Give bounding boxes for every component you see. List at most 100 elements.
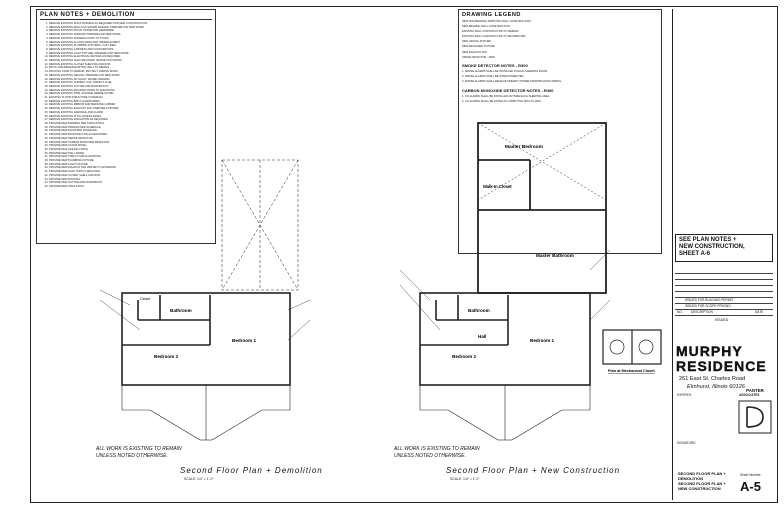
- plan-note-item: REMOVE EXISTING HVAC REGISTER. REVISE DU…: [49, 59, 212, 63]
- plan-note-item: EXISTING FLOOR STRUCTURE TO REMAIN.: [49, 96, 212, 100]
- plan-notes-list: REMOVE EXISTING ROOF FRAMING AS REQUIRED…: [40, 22, 212, 189]
- plan-note-item: REMOVE EXISTING SKYLIGHT. FRAME OPENING.: [49, 78, 212, 82]
- plan-note-item: REMOVE EXISTING DOOR, FRAME AND HARDWARE…: [49, 29, 212, 33]
- plan-note-item: PROVIDE NEW FLOOR FINISH.: [49, 144, 212, 148]
- plan-note-item: REMOVE EXISTING PLUMBING FIXTURES. CAP L…: [49, 44, 212, 48]
- sheet-title-line-2: DEMOLITION: [678, 476, 704, 481]
- project-name-line-1: MURPHY: [676, 343, 743, 359]
- legend-row: NEW RECESSED FIXTURE: [462, 45, 495, 49]
- plan-note-item: PATCH AND REPAIR EXISTING WALL TO REMAIN…: [49, 66, 212, 70]
- plan-note-item: REMOVE EXISTING LIGHT FIXTURE. PREPARE F…: [49, 52, 212, 56]
- plan-notes-header: PLAN NOTES + DEMOLITION: [40, 12, 212, 20]
- sheet-number: A-5: [740, 479, 761, 494]
- plan-note-item: PROVIDE NEW WINDOW PER SCHEDULE.: [49, 126, 212, 130]
- right-plan-roof-lines: [419, 385, 591, 441]
- issue-table: ISSUED FOR BUILDING PERMIT ISSUED FOR SC…: [675, 267, 773, 333]
- callout-line-2: UNLESS NOTED OTHERWISE.: [394, 453, 466, 459]
- plan-note-item: PROVIDE NEW INSULATION.: [49, 185, 212, 189]
- expires-label: EXPIRES:: [677, 393, 692, 397]
- co-detector-header: CARBON MONOXIDE DETECTOR NOTES - R300: [462, 88, 554, 94]
- left-plan-walls: [121, 292, 291, 386]
- right-plan-addition-roof: [477, 122, 607, 201]
- left-plan-roof-lines: [121, 385, 291, 441]
- legend-row: 1. SMOKE ALARMS SHALL BE INSTALLED IN EA…: [462, 70, 548, 74]
- left-plan-title: Second Floor Plan + Demolition: [180, 466, 323, 475]
- legend-row: 1. CO ALARMS SHALL BE INSTALLED OUTSIDE …: [462, 95, 550, 99]
- sheet-number-label: Sheet Number:: [740, 473, 762, 477]
- plan-note-item: REMOVE EXISTING MIRROR AND MEDICINE CABI…: [49, 103, 212, 107]
- right-room-master-bedroom: Master Bedroom: [505, 144, 543, 150]
- right-plan-title: Second Floor Plan + New Construction: [446, 466, 621, 475]
- plan-note-item: PROVIDE NEW EXHAUST FAN VENTED TO EXTERI…: [49, 166, 212, 170]
- plan-note-item: REMOVE EXISTING CEILING. PREPARE FOR NEW…: [49, 74, 212, 78]
- co-detector-notes: 1. CO ALARMS SHALL BE INSTALLED OUTSIDE …: [462, 95, 658, 104]
- right-plan-walls: [419, 292, 591, 386]
- leader-lines: [99, 249, 611, 341]
- sheet-title-line-3: SECOND FLOOR PLAN +: [678, 481, 726, 486]
- project-city: Elmhurst, Illinois 60126: [687, 384, 745, 390]
- legend-row: EXISTING WALL CONSTRUCTION TO REMAIN: [462, 30, 519, 34]
- firm-logo-icon: [738, 400, 772, 434]
- plan-note-item: REMOVE EXISTING GUTTER AND DOWNSPOUT.: [49, 85, 212, 89]
- project-name-line-2: RESIDENCE: [676, 358, 767, 374]
- callout-line-1: ALL WORK IS EXISTING TO REMAIN: [96, 446, 182, 452]
- plan-notes-panel: PLAN NOTES + DEMOLITION REMOVE EXISTING …: [36, 9, 216, 244]
- plan-note-item: PROVIDE NEW GUTTER AND DOWNSPOUT.: [49, 181, 212, 185]
- plan-note-item: EXISTING STAIR TO REMAIN. PROTECT DURING…: [49, 70, 212, 74]
- reference-line-1: SEE PLAN NOTES +: [679, 237, 737, 243]
- left-room-bathroom: Bathroom: [170, 308, 192, 313]
- right-plan-scale: SCALE: 1/4" = 1'-0": [450, 477, 480, 481]
- issue-desc: ISSUED FOR BUILDING PERMIT: [685, 298, 734, 302]
- sheet-title-line-1: SECOND FLOOR PLAN +: [678, 471, 726, 476]
- reference-line-3: SHEET A-6: [679, 251, 711, 257]
- legend-row: 2. SMOKE ALARMS SHALL BE INTERCONNECTED.: [462, 75, 525, 79]
- plan-note-item: REMOVE EXISTING ELECTRICAL DEVICES AS RE…: [49, 55, 212, 59]
- plan-note-item: PROVIDE NEW WALL FINISH.: [49, 152, 212, 156]
- issue-row: ISSUED FOR BUILDING PERMIT: [675, 297, 773, 304]
- issue-col-date: DATE: [755, 310, 764, 314]
- plan-note-item: PROVIDE NEW CEILING FINISH.: [49, 148, 212, 152]
- plan-note-item: PROVIDE NEW ROOFING.: [49, 178, 212, 182]
- issue-table-header: NO. DESCRIPTION DATE: [675, 309, 773, 316]
- issue-col-desc: DESCRIPTION: [691, 310, 713, 314]
- plan-note-item: PROVIDE NEW SMOKE DETECTOR.: [49, 137, 212, 141]
- issue-col-no: NO.: [677, 310, 683, 314]
- plan-note-item: REMOVE EXISTING CABINETS AND COUNTERTOPS…: [49, 48, 212, 52]
- drawing-legend-panel: DRAWING LEGEND NEW NON-BEARING PARTITION…: [458, 9, 662, 254]
- firm-name-line-1: PANTER: [746, 388, 764, 393]
- plan-note-item: REMOVE EXISTING BATH ACCESSORIES.: [49, 100, 212, 104]
- mechanical-closet-detail: [602, 329, 662, 365]
- signature-label: SIGNATURE:: [677, 441, 697, 445]
- plan-note-item: REMOVE EXISTING ATTIC ACCESS PANEL.: [49, 115, 212, 119]
- plan-note-item: PROVIDE NEW HVAC SUPPLY REGISTER.: [49, 170, 212, 174]
- mechanical-closet-label: Plan at Mechanical Closet: [608, 369, 655, 373]
- plan-note-item: REMOVE EXISTING ROOFING DOWN TO SHEATHIN…: [49, 89, 212, 93]
- smoke-detector-notes: 1. SMOKE ALARMS SHALL BE INSTALLED IN EA…: [462, 70, 658, 84]
- plan-note-item: PROVIDE NEW TRIM TO MATCH EXISTING.: [49, 155, 212, 159]
- legend-row: 2. CO ALARMS SHALL BE LISTED AS COMPLYIN…: [462, 100, 542, 104]
- plan-note-item: REMOVE EXISTING CHIMNEY CAP. INSPECT FLU…: [49, 81, 212, 85]
- right-room-bedroom1: Bedroom 1: [530, 338, 554, 343]
- issued-label: ISSUED: [715, 318, 729, 322]
- firm-name-line-2: ASSOCIATES: [739, 393, 760, 397]
- plan-note-item: REMOVE EXISTING ROOF FRAMING AS REQUIRED…: [49, 22, 212, 26]
- legend-row: NEW NON-BEARING PARTITION WALL CONSTRUCT…: [462, 20, 531, 23]
- issue-row: ISSUED FOR SCOPE PRICING: [675, 303, 773, 310]
- left-room-bedroom1: Bedroom 1: [232, 338, 256, 343]
- drawing-legend-header: DRAWING LEGEND: [462, 12, 521, 18]
- right-room-master-bathroom: Master Bathroom: [536, 253, 574, 258]
- callout-line-1: ALL WORK IS EXISTING TO REMAIN: [394, 446, 480, 452]
- plan-note-item: PROVIDE NEW CARBON MONOXIDE DETECTOR.: [49, 141, 212, 145]
- legend-row: NEW EXHAUST FAN: [462, 50, 487, 54]
- sheet-title-line-4: NEW CONSTRUCTION: [678, 486, 721, 491]
- title-block: SEE PLAN NOTES + NEW CONSTRUCTION, SHEET…: [672, 9, 775, 500]
- right-room-bedroom2: Bedroom 2: [452, 354, 476, 359]
- plan-note-item: PROVIDE NEW LIGHT FIXTURE.: [49, 163, 212, 167]
- reference-line-2: NEW CONSTRUCTION,: [679, 244, 745, 250]
- right-room-walkin-closet: Walk-In Closet: [483, 184, 512, 189]
- plan-note-item: REMOVE EXISTING FLOOR FINISH AND UNDERLA…: [49, 41, 212, 45]
- plan-note-item: REMOVE EXISTING HANDRAIL AND GUARD.: [49, 111, 212, 115]
- left-existing-callout: ALL WORK IS EXISTING TO REMAIN UNLESS NO…: [96, 446, 182, 460]
